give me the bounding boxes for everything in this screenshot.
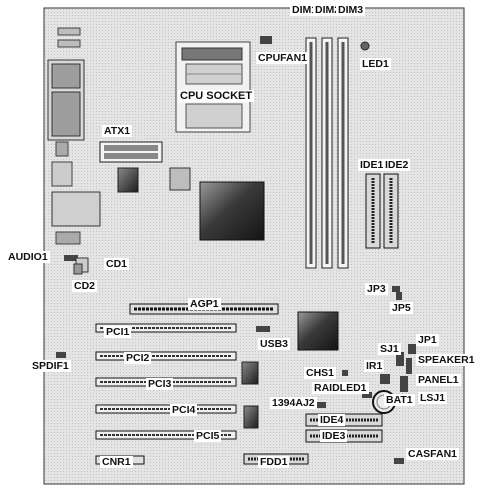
label-casfan1: CASFAN1	[406, 448, 460, 460]
chip-lan	[241, 361, 259, 385]
label-led1: LED1	[360, 58, 391, 70]
label-dim2: DIM2	[313, 4, 343, 16]
label-cpu-socket: CPU SOCKET	[178, 90, 255, 102]
label-sj1: SJ1	[378, 343, 401, 355]
cd2-connector	[73, 263, 83, 275]
1394aj2-header	[314, 402, 326, 408]
label-jp1: JP1	[416, 334, 439, 346]
atx1-connector	[99, 141, 163, 163]
speaker1-header	[406, 358, 412, 374]
raidled1-header	[362, 392, 372, 398]
label-raidled1: RAIDLED1	[312, 382, 369, 394]
label-pci5: PCI5	[194, 430, 222, 442]
label-ide4: IDE4	[318, 414, 346, 426]
dimm-slots	[305, 37, 349, 269]
label-pci2: PCI2	[124, 352, 152, 364]
label-dim3: DIM3	[336, 4, 366, 16]
label-cnr1: CNR1	[100, 456, 133, 468]
label-usb3: USB3	[258, 338, 291, 350]
label-agp1: AGP1	[188, 298, 221, 310]
label-1394aj2: 1394AJ2	[270, 397, 317, 409]
led1-component	[360, 41, 370, 51]
label-ir1: IR1	[364, 360, 385, 372]
jp1-header	[408, 344, 416, 354]
label-bat1: BAT1	[384, 394, 415, 406]
label-pci3: PCI3	[146, 378, 174, 390]
label-ide1: IDE1	[358, 159, 386, 171]
casfan1-header	[394, 458, 404, 464]
northbridge-chip	[199, 181, 265, 241]
usb3-header	[256, 326, 270, 332]
label-atx1: ATX1	[102, 125, 133, 137]
sj1-header	[396, 352, 404, 366]
label-lsj1: LSJ1	[418, 392, 448, 404]
label-ide3: IDE3	[320, 430, 348, 442]
label-pci1: PCI1	[104, 326, 132, 338]
label-cd2: CD2	[72, 280, 98, 292]
panel1-header	[400, 376, 408, 392]
ir1-header	[380, 374, 390, 384]
cpu-socket-area	[175, 41, 251, 133]
label-fdd1: FDD1	[258, 456, 290, 468]
ide1-ide2-headers	[365, 173, 399, 249]
audio1-header	[64, 255, 78, 261]
label-pci4: PCI4	[170, 404, 198, 416]
cpufan1-header	[260, 36, 272, 44]
label-audio1: AUDIO1	[6, 251, 50, 263]
label-dim1: DIM1	[290, 4, 320, 16]
jp5-jumper	[396, 292, 402, 300]
label-cd1: CD1	[104, 258, 130, 270]
label-ide2: IDE2	[383, 159, 411, 171]
label-spdif1: SPDIF1	[30, 360, 71, 372]
spdif1-header	[56, 352, 66, 358]
label-cpufan1: CPUFAN1	[256, 52, 310, 64]
rear-io-connectors	[47, 27, 101, 245]
label-jp3: JP3	[365, 283, 388, 295]
southbridge-chip	[297, 311, 339, 351]
label-chs1: CHS1	[304, 367, 337, 379]
chip-small-2	[169, 167, 191, 191]
chip-1394	[243, 405, 259, 429]
jp3-jumper	[392, 286, 400, 292]
label-speaker1: SPEAKER1	[416, 354, 477, 366]
label-jp5: JP5	[390, 302, 413, 314]
chip-small-1	[117, 167, 139, 193]
chs1-header	[342, 370, 348, 376]
label-panel1: PANEL1	[416, 374, 461, 386]
